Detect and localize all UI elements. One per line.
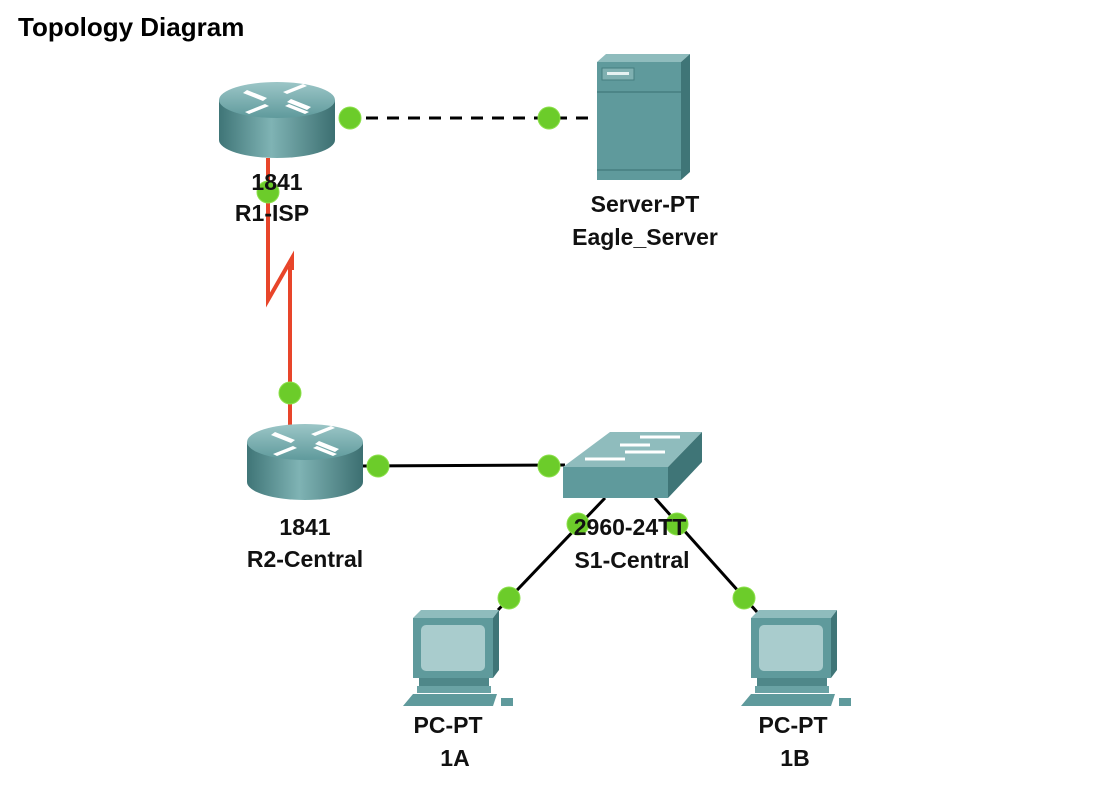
- link-r2-s1[interactable]: [361, 463, 566, 468]
- link-r1-r2-serial[interactable]: [266, 158, 294, 432]
- router-icon[interactable]: [219, 82, 335, 158]
- switch-icon[interactable]: [563, 432, 702, 498]
- s1-model-label: 2960-24TT: [574, 514, 687, 540]
- r1-name-label: R1-ISP: [235, 200, 309, 226]
- server-icon[interactable]: [597, 54, 690, 180]
- page-title: Topology Diagram: [18, 12, 245, 42]
- server-model-label: Server-PT: [591, 191, 700, 217]
- pc1a-model-label: PC-PT: [414, 712, 483, 738]
- pc-icon[interactable]: [741, 610, 851, 706]
- r2-name-label: R2-Central: [247, 546, 363, 572]
- pc-icon[interactable]: [403, 610, 513, 706]
- pc1a-name-label: 1A: [440, 745, 469, 771]
- pc1b-model-label: PC-PT: [759, 712, 828, 738]
- s1-name-label: S1-Central: [574, 547, 689, 573]
- r1-model-label: 1841: [251, 169, 302, 195]
- pc1b-name-label: 1B: [780, 745, 809, 771]
- server-name-label: Eagle_Server: [572, 224, 718, 250]
- link-port-dots: [256, 106, 756, 610]
- r2-model-label: 1841: [279, 514, 330, 540]
- router-icon[interactable]: [247, 424, 363, 500]
